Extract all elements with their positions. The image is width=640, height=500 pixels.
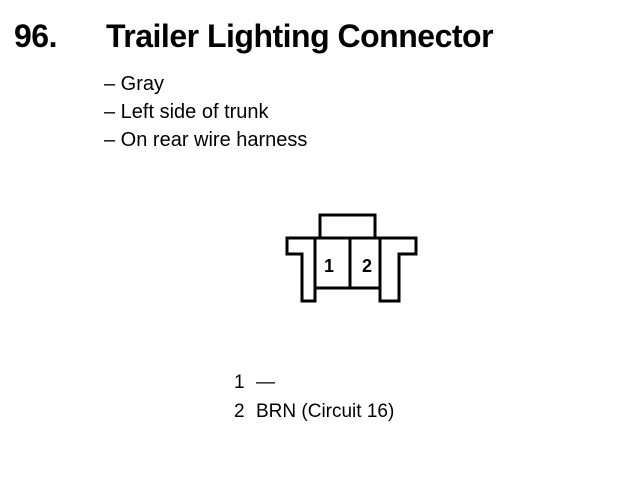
cavity-label-1: 1	[324, 256, 334, 276]
detail-harness: – On rear wire harness	[104, 129, 308, 151]
connector-face-diagram: 1 2	[285, 213, 418, 303]
pinout-pin-description: —	[256, 372, 275, 393]
detail-location: – Left side of trunk	[104, 101, 269, 123]
pinout-row: 2 BRN (Circuit 16)	[234, 397, 394, 426]
detail-color: – Gray	[104, 73, 165, 95]
pinout-pin-number: 2	[234, 401, 245, 422]
pinout-pin-number: 1	[234, 372, 245, 393]
diagram-title: Trailer Lighting Connector	[106, 18, 494, 54]
connector-details: – Gray – Left side of trunk – On rear wi…	[104, 70, 307, 154]
item-number: 96.	[14, 18, 57, 54]
diagram-heading: 96. Trailer Lighting Connector	[14, 14, 626, 64]
pinout-row: 1—	[234, 368, 394, 397]
connector-outline	[285, 213, 418, 303]
pinout-pin-description: BRN (Circuit 16)	[256, 401, 395, 422]
cavity-label-2: 2	[362, 256, 372, 276]
